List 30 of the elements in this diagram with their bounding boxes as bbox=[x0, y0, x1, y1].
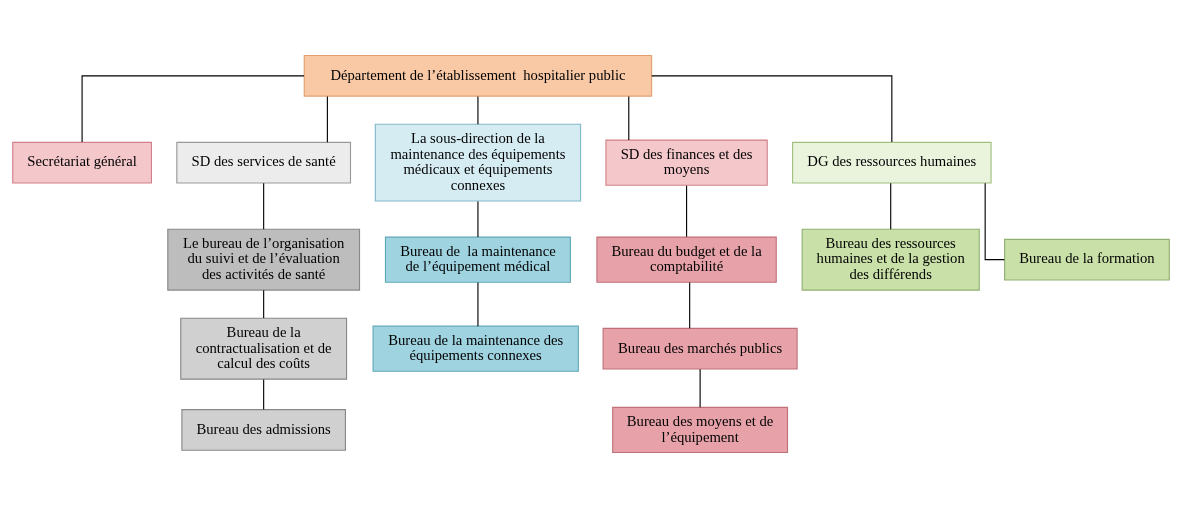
node-box: SD des finances et des moyens bbox=[605, 139, 768, 186]
node-box: Bureau des marchés publics bbox=[602, 327, 798, 370]
connector bbox=[984, 182, 1005, 260]
node-box: Département de l’établissement hospitalier public bbox=[303, 54, 653, 97]
connector bbox=[477, 200, 479, 237]
node-box: Bureau des moyens et de l’équipement bbox=[612, 406, 789, 453]
connector bbox=[81, 74, 305, 143]
node-box: La sous-direction de la maintenance des équipements médicaux et équipements connexes bbox=[374, 123, 582, 202]
connector bbox=[477, 281, 479, 327]
node-box: Bureau de la maintenance de l’équipement médical bbox=[384, 236, 571, 283]
node-box: DG des ressources humaines bbox=[792, 141, 992, 183]
connector bbox=[263, 182, 265, 230]
node-box: Bureau de la formation bbox=[1004, 238, 1170, 280]
connector bbox=[326, 95, 328, 143]
node-box: Bureau de la contractualisation et de calcul des coûts bbox=[180, 317, 348, 380]
connector bbox=[686, 184, 688, 237]
connector bbox=[651, 74, 893, 143]
connector bbox=[628, 95, 630, 141]
node-box: Le bureau de l’organisation du suivi et de l’évaluation des activités de santé bbox=[167, 228, 361, 291]
connector bbox=[263, 289, 265, 319]
connector bbox=[699, 368, 701, 408]
node-box: Bureau de la maintenance des équipements connexes bbox=[372, 325, 579, 372]
node-box: SD des services de santé bbox=[176, 141, 352, 183]
node-box: Bureau des ressources humaines et de la gestion des différends bbox=[801, 228, 980, 291]
node-box: Bureau du budget et de la comptabilité bbox=[596, 236, 777, 283]
connector bbox=[689, 281, 691, 329]
connector bbox=[263, 378, 265, 410]
node-box: Secrétariat général bbox=[12, 141, 152, 183]
connector bbox=[890, 182, 892, 230]
node-box: Bureau des admissions bbox=[181, 408, 346, 451]
